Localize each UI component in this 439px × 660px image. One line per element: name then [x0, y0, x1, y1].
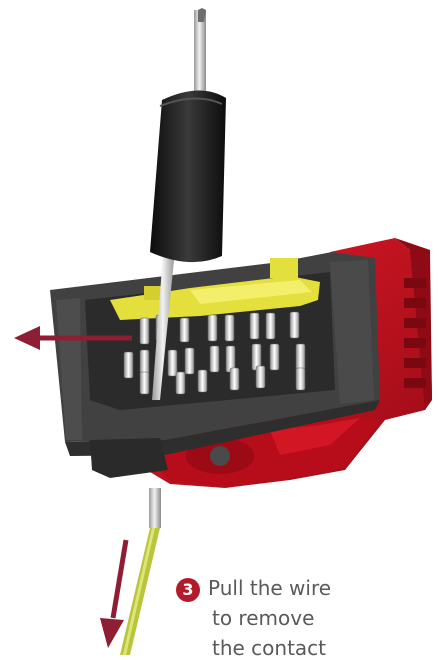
instruction-line-3: the contact [212, 638, 326, 658]
instruction-line-2: to remove [212, 608, 314, 628]
down-arrow [100, 540, 126, 648]
instruction-line-1: Pull the wire [208, 578, 331, 598]
wire [120, 488, 161, 655]
step-number-badge: 3 [176, 578, 200, 602]
